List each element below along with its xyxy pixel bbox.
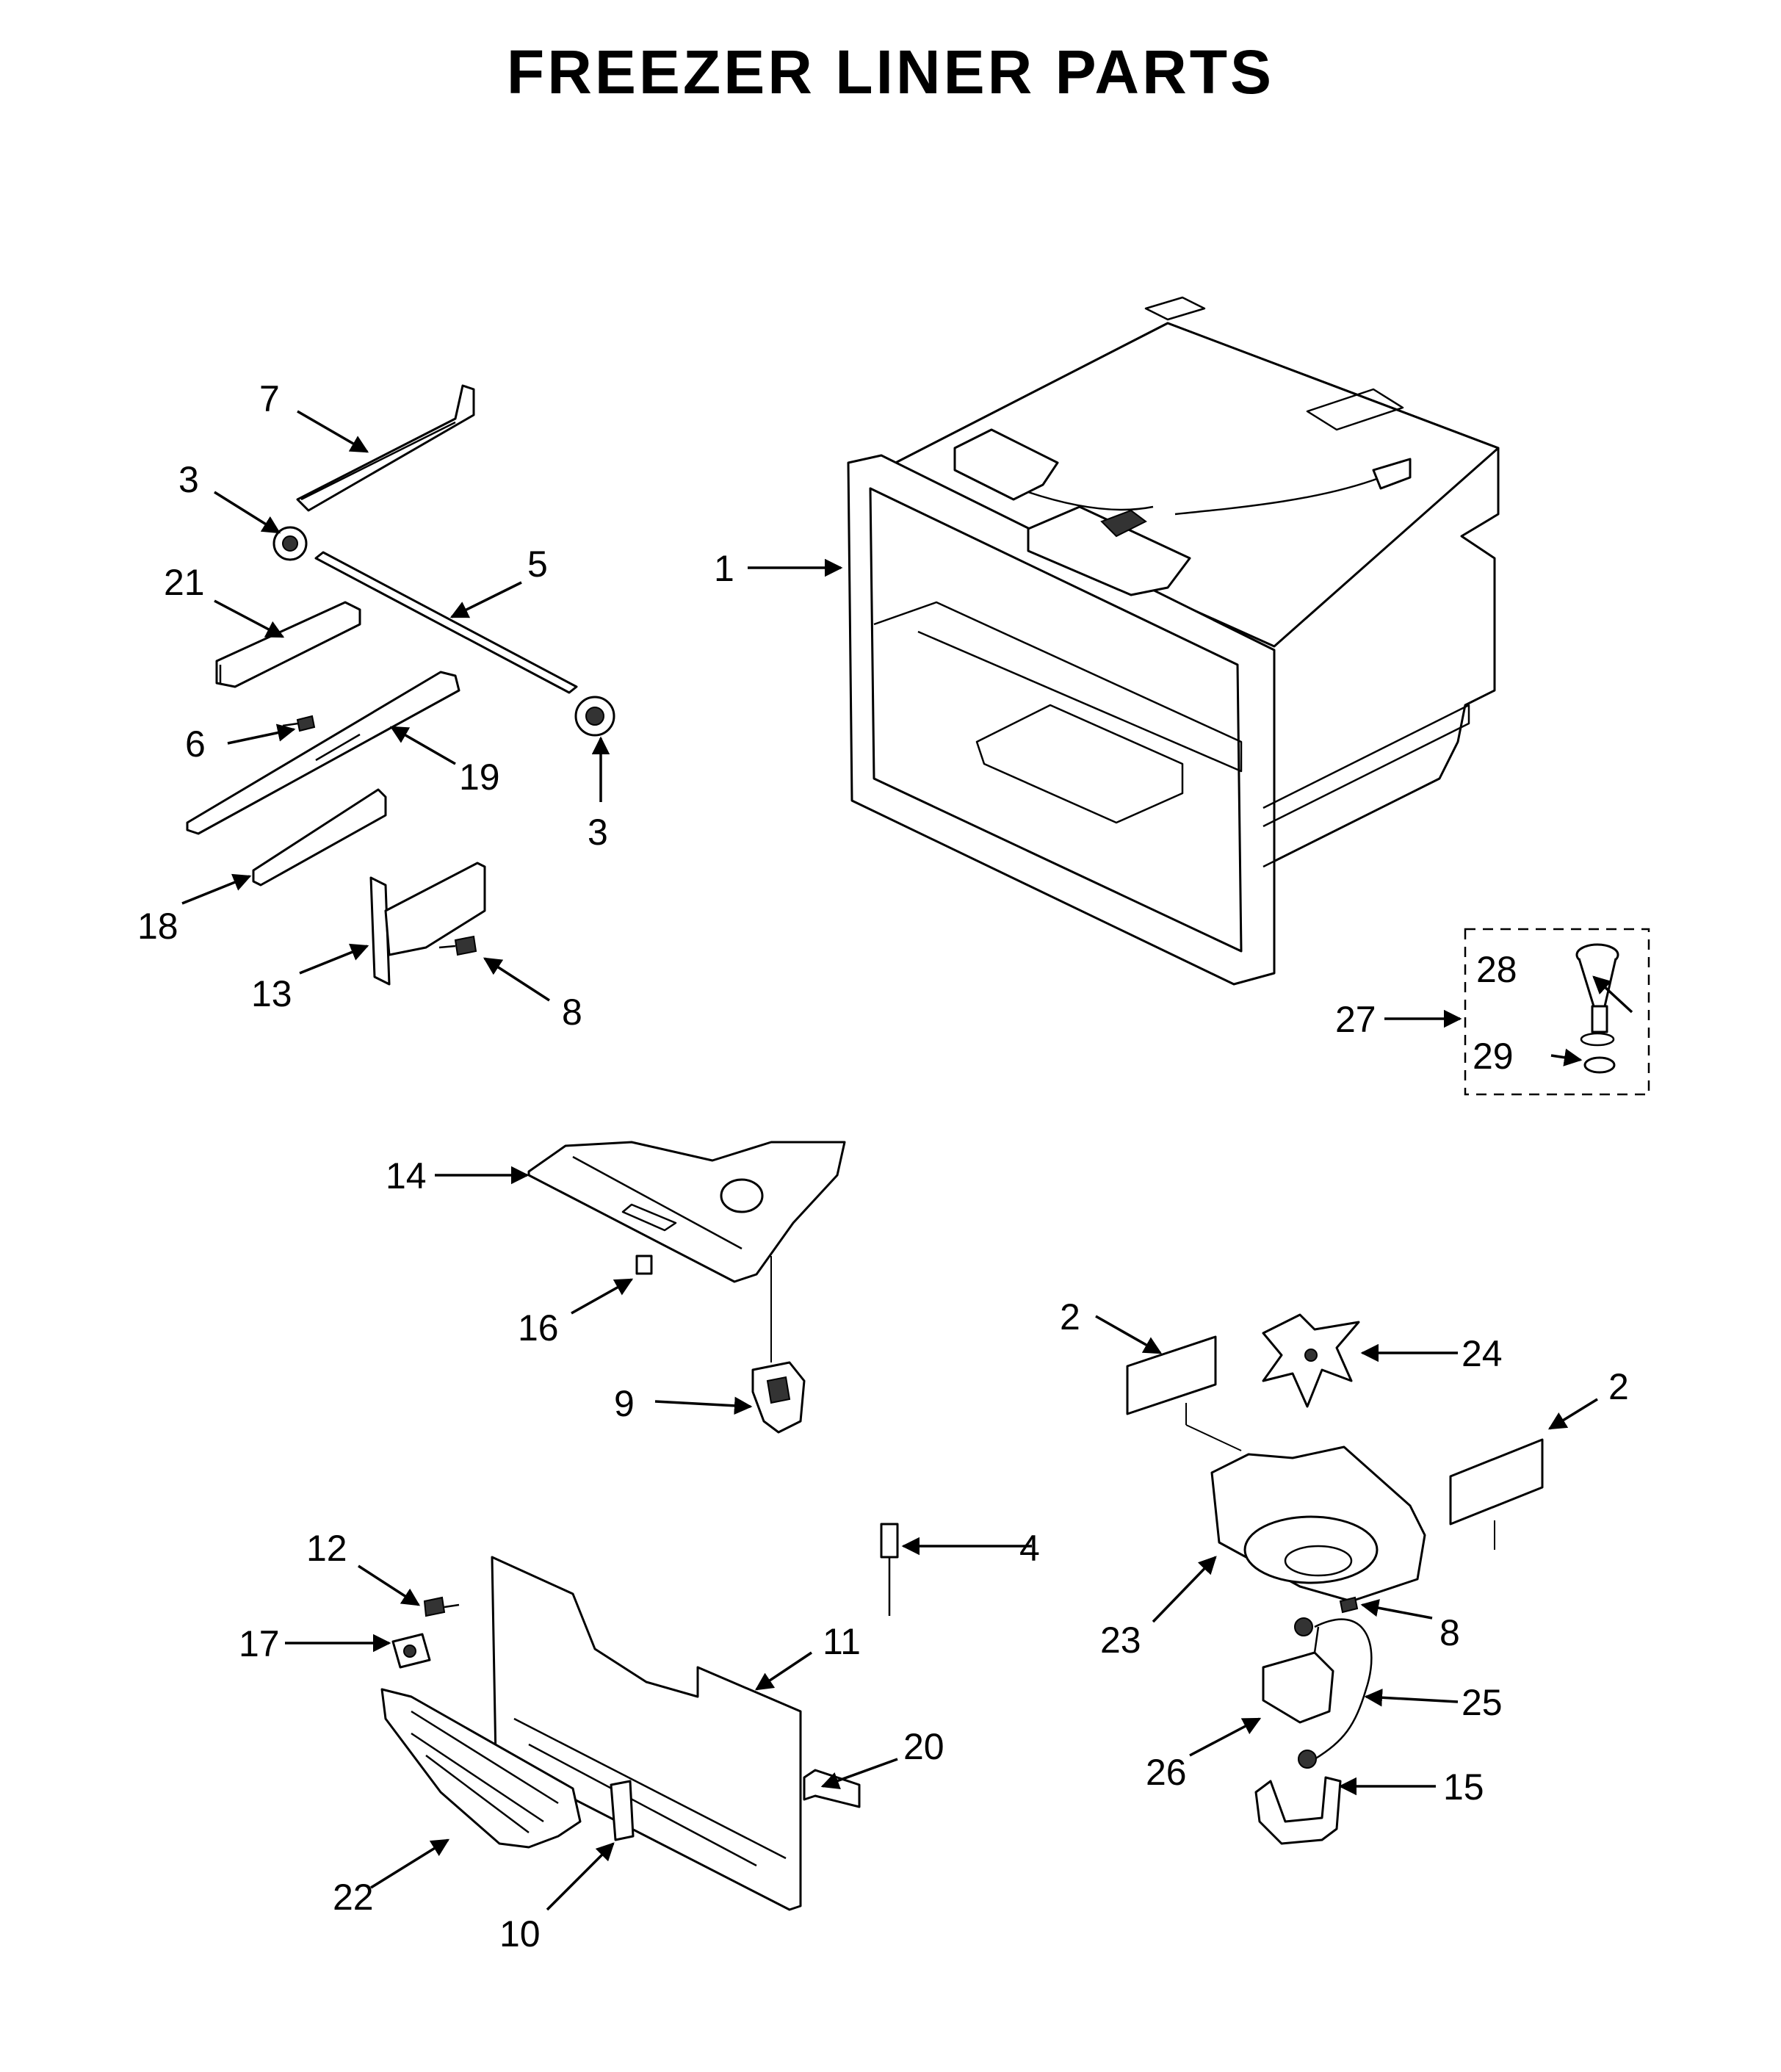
part-24-fan-blade	[1262, 1313, 1360, 1408]
callout-2: 2	[1060, 1296, 1080, 1338]
part-7-top-rail	[296, 384, 475, 512]
callout-11: 11	[823, 1621, 861, 1662]
callout-26: 26	[1146, 1752, 1187, 1793]
callout-16: 16	[518, 1307, 559, 1349]
part-3-gear-upper	[272, 526, 308, 561]
callout-23: 23	[1100, 1620, 1141, 1661]
callout-20: 20	[903, 1726, 944, 1767]
callout-18: 18	[137, 906, 178, 947]
part-21-bracket	[215, 601, 361, 688]
page-title: FREEZER LINER PARTS	[506, 37, 1275, 107]
callout-3: 3	[588, 812, 608, 853]
callout-10: 10	[499, 1913, 541, 1954]
callout-labels: 1 2 2 3 3 4 5 6 7 8 8 9 10 11 12 13 14 1…	[137, 378, 1629, 1954]
callout-8: 8	[1439, 1612, 1460, 1653]
callout-2: 2	[1608, 1366, 1629, 1407]
callout-6: 6	[185, 723, 206, 765]
part-15-bracket	[1254, 1776, 1342, 1845]
callout-3: 3	[178, 459, 199, 500]
callout-15: 15	[1443, 1766, 1484, 1808]
part-17-fitting	[391, 1633, 431, 1669]
part-14-duct	[527, 1141, 846, 1283]
callout-29: 29	[1473, 1036, 1514, 1077]
part-2-foam-left	[1126, 1335, 1217, 1415]
callout-5: 5	[527, 544, 548, 585]
part-22-grille	[380, 1688, 582, 1849]
callout-27: 27	[1335, 999, 1376, 1040]
part-9-damper-motor	[751, 1361, 806, 1434]
callout-9: 9	[614, 1383, 635, 1424]
part-25-harness	[1294, 1617, 1373, 1769]
callout-19: 19	[459, 757, 500, 798]
part-29-ring	[1580, 1032, 1616, 1074]
part-8-screw-upper	[438, 935, 477, 956]
callout-8: 8	[562, 992, 582, 1033]
callout-13: 13	[251, 973, 292, 1014]
part-8-screw-lower	[1339, 1596, 1359, 1614]
part-freezer-liner	[847, 296, 1500, 986]
callout-14: 14	[386, 1155, 427, 1196]
part-28-drain-fitting	[1575, 943, 1619, 1033]
part-12-screw	[423, 1596, 460, 1617]
part-26-fan-motor	[1262, 1626, 1334, 1724]
callout-24: 24	[1462, 1333, 1503, 1374]
part-18-track	[252, 788, 387, 887]
callout-17: 17	[239, 1623, 280, 1664]
part-10-clip	[610, 1780, 635, 1841]
callout-21: 21	[164, 562, 205, 603]
part-23-shroud	[1210, 1445, 1426, 1603]
callout-7: 7	[259, 378, 280, 419]
part-3-gear-lower	[574, 696, 615, 737]
part-11-rear-panel	[491, 1556, 802, 1911]
part-5-rod	[314, 551, 578, 694]
part-13-bracket	[369, 862, 486, 986]
part-19-slide	[186, 671, 460, 835]
callout-1: 1	[714, 548, 734, 589]
callout-12: 12	[306, 1528, 347, 1569]
leader-lines	[181, 410, 1633, 1911]
callout-22: 22	[333, 1877, 374, 1918]
callout-25: 25	[1462, 1682, 1503, 1723]
part-16-connector	[635, 1255, 653, 1275]
callout-28: 28	[1476, 949, 1517, 990]
kit-27-box	[1464, 928, 1650, 1096]
part-2-foam-right	[1449, 1438, 1544, 1526]
callout-4: 4	[1019, 1528, 1040, 1569]
part-4-sensor	[880, 1523, 899, 1616]
part-6-screw	[282, 715, 316, 732]
